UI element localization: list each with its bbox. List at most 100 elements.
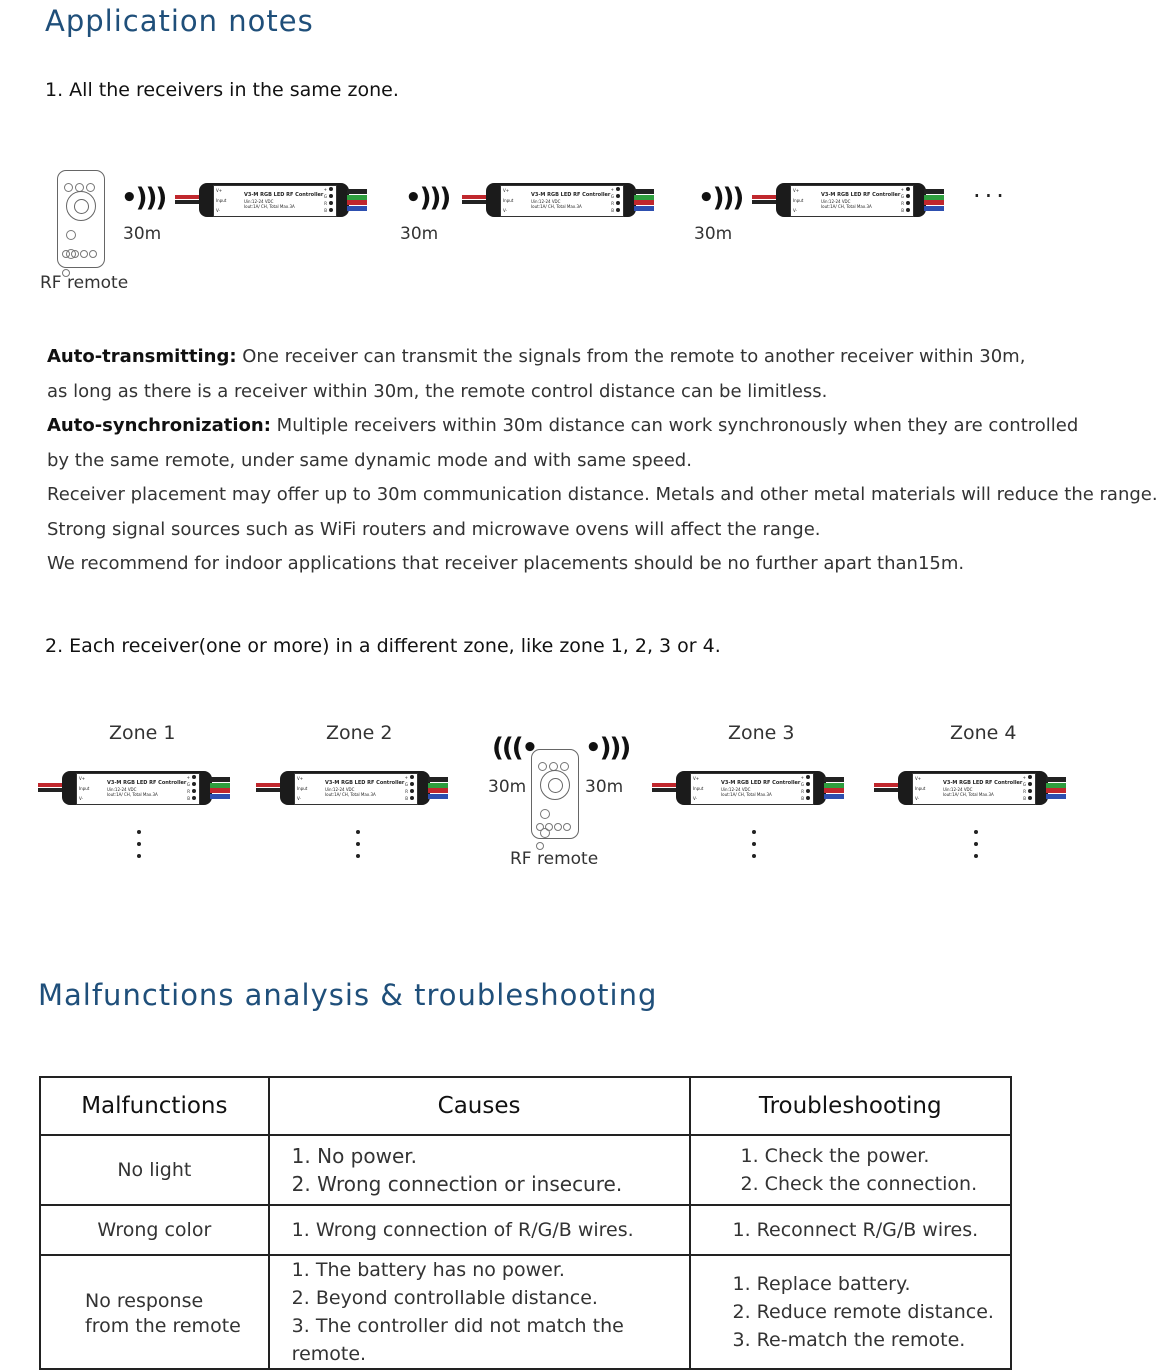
auto-transmitting-text: One receiver can transmit the signals fr… (236, 346, 1026, 367)
controller-spec1: Uin:12-24 VDC (325, 787, 355, 792)
controller-spec2: Iout:1A/ CH, Total Max.3A (721, 792, 772, 797)
pin-label: + (404, 775, 408, 780)
controller-spec1: Uin:12-24 VDC (821, 199, 851, 204)
controller-spec2: Iout:1A/ CH, Total Max.3A (531, 204, 582, 209)
controller-spec1: Uin:12-24 VDC (107, 787, 137, 792)
output-cable (634, 189, 654, 211)
pin-label: B (901, 208, 904, 213)
controller-model: V3-M RGB LED RF Controller (244, 192, 324, 198)
troubleshooting-table: Malfunctions Causes Troubleshooting No l… (39, 1076, 1013, 1370)
zone-label: Zone 1 (109, 722, 176, 744)
rf-remote-icon (531, 749, 579, 850)
cause-text: 2. Wrong connection or insecure. (291, 1172, 623, 1196)
input-cable (462, 195, 492, 204)
cause-text: 1. The battery has no power. (291, 1259, 565, 1281)
output-cable (347, 189, 367, 211)
pin-label: G (186, 782, 190, 787)
distance-label: 30m (400, 224, 439, 244)
pin-label: R (611, 201, 614, 206)
pin-vminus: V- (79, 796, 83, 801)
malfunctions-title: Malfunctions analysis & troubleshooting (38, 978, 658, 1012)
pin-label: G (404, 782, 408, 787)
controller-spec2: Iout:1A/ CH, Total Max.3A (107, 792, 158, 797)
controller-spec2: Iout:1A/ CH, Total Max.3A (325, 792, 376, 797)
fix-text: 1. Reconnect R/G/B wires. (732, 1219, 979, 1241)
controller-spec1: Uin:12-24 VDC (943, 787, 973, 792)
header-malfunctions: Malfunctions (39, 1076, 270, 1136)
input-cable (874, 783, 904, 792)
distance-label: 30m (488, 777, 527, 797)
note-line-2: as long as there is a receiver within 30… (47, 380, 828, 402)
output-cable (1046, 777, 1066, 799)
pin-vplus: V+ (693, 776, 700, 781)
input-cable (256, 783, 286, 792)
more-receivers-dots (355, 830, 361, 866)
controller-spec2: Iout:1A/ CH, Total Max.3A (244, 204, 295, 209)
pin-input: Input (79, 786, 90, 791)
distance-label: 30m (123, 224, 162, 244)
pin-label: B (1023, 796, 1026, 801)
table-row: Wrong color 1. Wrong connection of R/G/B… (39, 1204, 1013, 1256)
pin-label: B (324, 208, 327, 213)
controller-spec2: Iout:1A/ CH, Total Max.3A (943, 792, 994, 797)
auto-transmitting-label: Auto-transmitting: (47, 346, 237, 367)
pin-label: R (324, 201, 327, 206)
pin-vplus: V+ (79, 776, 86, 781)
malfunction-cell: Wrong color (39, 1204, 270, 1256)
zone-label: Zone 2 (326, 722, 393, 744)
pin-vminus: V- (793, 208, 797, 213)
cause-text: 3. The controller did not match the remo… (291, 1315, 624, 1365)
controller-model: V3-M RGB LED RF Controller (531, 192, 611, 198)
application-notes-title: Application notes (45, 4, 314, 38)
pin-vminus: V- (297, 796, 301, 801)
pin-label: G (323, 194, 327, 199)
note-line-7: We recommend for indoor applications tha… (47, 553, 965, 574)
distance-label: 30m (585, 777, 624, 797)
ellipsis: ··· (973, 182, 1008, 210)
pin-label: B (405, 796, 408, 801)
controller-model: V3-M RGB LED RF Controller (107, 780, 187, 786)
more-receivers-dots (751, 830, 757, 866)
malfunction-text: Wrong color (97, 1219, 212, 1241)
output-cable (428, 777, 448, 799)
controller-spec2: Iout:1A/ CH, Total Max.3A (821, 204, 872, 209)
pin-label: G (900, 194, 904, 199)
note-line-4: by the same remote, under same dynamic m… (47, 449, 692, 471)
pin-label: G (610, 194, 614, 199)
table-header-row: Malfunctions Causes Troubleshooting (39, 1076, 1013, 1136)
table-row: No response from the remote 1. The batte… (39, 1254, 1013, 1370)
causes-cell: 1. No power. 2. Wrong connection or inse… (267, 1134, 691, 1206)
controller-model: V3-M RGB LED RF Controller (721, 780, 801, 786)
causes-cell: 1. Wrong connection of R/G/B wires. (267, 1204, 691, 1256)
header-troubleshooting: Troubleshooting (688, 1076, 1013, 1136)
input-cable (652, 783, 682, 792)
pin-label: + (186, 775, 190, 780)
pin-label: R (901, 201, 904, 206)
rf-remote-label: RF remote (510, 849, 599, 869)
pin-input: Input (297, 786, 308, 791)
controller-model: V3-M RGB LED RF Controller (325, 780, 405, 786)
pin-label: R (801, 789, 804, 794)
pin-vminus: V- (693, 796, 697, 801)
output-cable (824, 777, 844, 799)
pin-label: G (800, 782, 804, 787)
pin-vplus: V+ (503, 188, 510, 193)
pin-vplus: V+ (216, 188, 223, 193)
pin-label: R (405, 789, 408, 794)
pin-label: + (610, 187, 614, 192)
